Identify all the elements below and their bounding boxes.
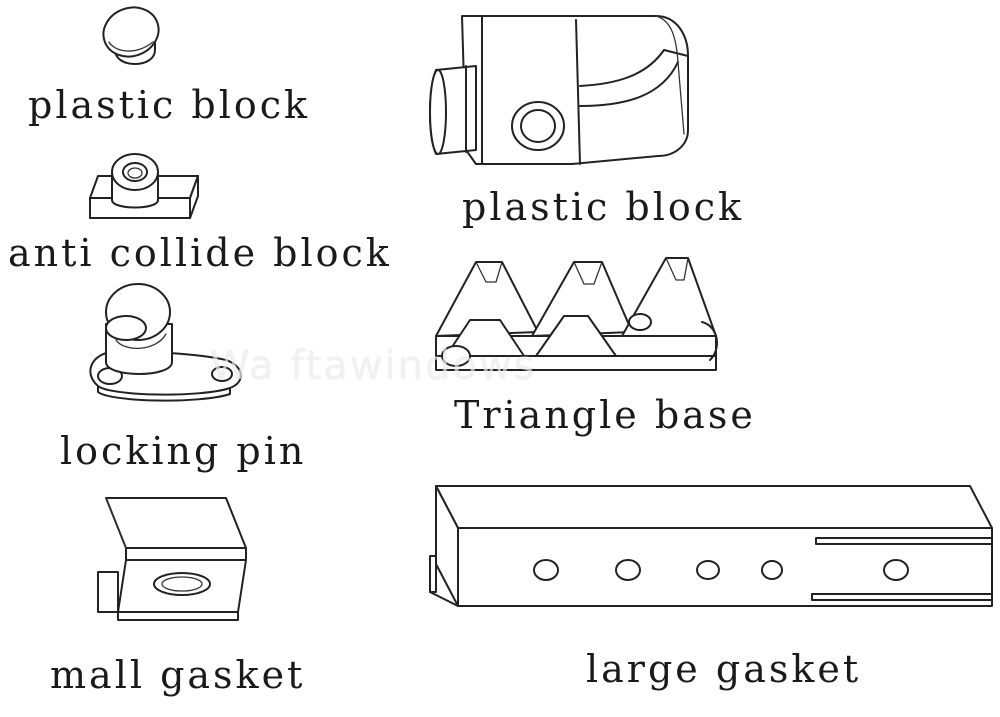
plastic-block-small-drawing <box>95 2 175 68</box>
large-gasket-drawing <box>426 480 996 616</box>
anti-collide-block-drawing <box>86 150 206 222</box>
plastic-block-large-drawing <box>426 10 696 176</box>
locking-pin-drawing <box>80 282 250 406</box>
triangle-base-label: Triangle base <box>454 393 756 437</box>
plastic-block-small-label: plastic block <box>28 83 311 127</box>
locking-pin-label: locking pin <box>60 429 307 473</box>
mall-gasket-drawing <box>96 488 252 626</box>
watermark: Wa ftawindows <box>210 343 537 389</box>
plastic-block-large-label: plastic block <box>462 185 745 229</box>
large-gasket-label: large gasket <box>586 647 862 691</box>
triangle-base-drawing <box>426 252 722 384</box>
mall-gasket-label: mall gasket <box>50 653 306 697</box>
anti-collide-block-label: anti collide block <box>8 231 392 275</box>
